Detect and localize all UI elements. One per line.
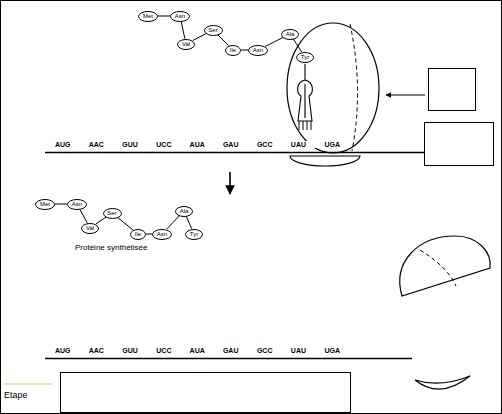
amino-acid-name: Met (143, 13, 153, 19)
amino-acid-name: Ser (107, 210, 116, 216)
amino-acid: Ile (225, 45, 241, 56)
peptide-bond (118, 217, 133, 229)
amino-acid-name: Asn (253, 47, 263, 53)
peptide-bond (241, 50, 248, 51)
amino-acid: Met (35, 199, 55, 210)
large-subunit (287, 23, 379, 153)
amino-acid-circle (153, 229, 172, 239)
amino-acid-name: Tyr (190, 231, 198, 237)
peptide-bond (218, 35, 229, 46)
mrna-strand (45, 152, 424, 154)
amino-acid: Ser (204, 25, 223, 36)
step-arrow (229, 172, 231, 194)
peptide-bond (80, 209, 87, 223)
amino-acid: Ala (175, 206, 193, 217)
amino-acid-name: Met (40, 201, 50, 207)
amino-acid: Ala (281, 29, 299, 40)
amino-acid: Tyr (296, 52, 314, 63)
subunit-divide (350, 24, 358, 151)
amino-acid-circle (139, 11, 158, 21)
peptide-bond (55, 204, 67, 205)
caption-label: Protéine synthétisée (75, 244, 148, 252)
peptide-bond (293, 39, 301, 52)
codon-sequence: AUG AAC GUU UCC AUA GAU GCC UAU UGA (55, 347, 340, 354)
answer-box (425, 123, 494, 166)
small-subunit (415, 376, 470, 389)
trna (298, 64, 313, 121)
anticodon (299, 121, 311, 130)
peptide-bond (193, 34, 206, 41)
peptide-bond (181, 21, 185, 38)
amino-acid-name: Ser (208, 27, 217, 33)
amino-acid: Asn (67, 199, 87, 210)
amino-acid-circle (297, 52, 314, 62)
rule (4, 383, 52, 385)
answer-box (429, 69, 476, 111)
peptide-bond (186, 216, 191, 228)
amino-acid-circle (36, 199, 55, 209)
peptide-bond (167, 216, 180, 229)
amino-acid: Tyr (185, 229, 203, 240)
amino-acid-name: Ala (180, 208, 189, 214)
amino-acid-circle (249, 45, 268, 55)
amino-acid-name: Asn (157, 231, 167, 237)
leader-arrow (386, 95, 425, 96)
peptide-bond (146, 234, 152, 235)
amino-acid-circle (82, 223, 99, 233)
amino-acid-name: Ile (135, 231, 141, 237)
amino-acid: Val (177, 39, 195, 50)
amino-acid-name: Val (182, 41, 190, 47)
answer-box (61, 373, 351, 413)
amino-acid: Asn (248, 45, 268, 56)
amino-acid-circle (68, 199, 87, 209)
amino-acid-name: Asn (175, 13, 185, 19)
large-subunit (400, 236, 490, 296)
amino-acid: Ser (103, 208, 122, 219)
amino-acid-circle (171, 11, 190, 21)
codon-sequence: AUG AAC GUU UCC AUA GAU GCC UAU UGA (55, 141, 340, 148)
small-subunit (290, 156, 360, 166)
amino-acid-name: Asn (72, 201, 82, 207)
mrna-strand (45, 358, 412, 360)
amino-acid: Ile (130, 229, 146, 240)
amino-acid-name: Ala (286, 31, 295, 37)
amino-acid: Met (138, 11, 158, 22)
amino-acid: Asn (170, 11, 190, 22)
caption-label: Etape (4, 391, 28, 400)
peptide-bond (158, 16, 170, 17)
peptide-bond (265, 37, 283, 46)
amino-acid-name: Tyr (301, 54, 309, 60)
amino-acid-circle (131, 229, 146, 239)
subunit-divide (420, 250, 456, 286)
amino-acid-circle (226, 45, 241, 55)
amino-acid-circle (103, 208, 121, 218)
amino-acid-circle (186, 229, 203, 239)
amino-acid: Asn (152, 229, 172, 240)
amino-acid-circle (204, 25, 222, 35)
amino-acid-circle (178, 39, 195, 49)
peptide-bond (96, 217, 106, 224)
amino-acid-circle (282, 29, 299, 39)
amino-acid: Val (81, 223, 99, 234)
amino-acid-circle (176, 206, 193, 216)
amino-acid-name: Ile (230, 47, 236, 53)
amino-acid-name: Val (86, 225, 94, 231)
